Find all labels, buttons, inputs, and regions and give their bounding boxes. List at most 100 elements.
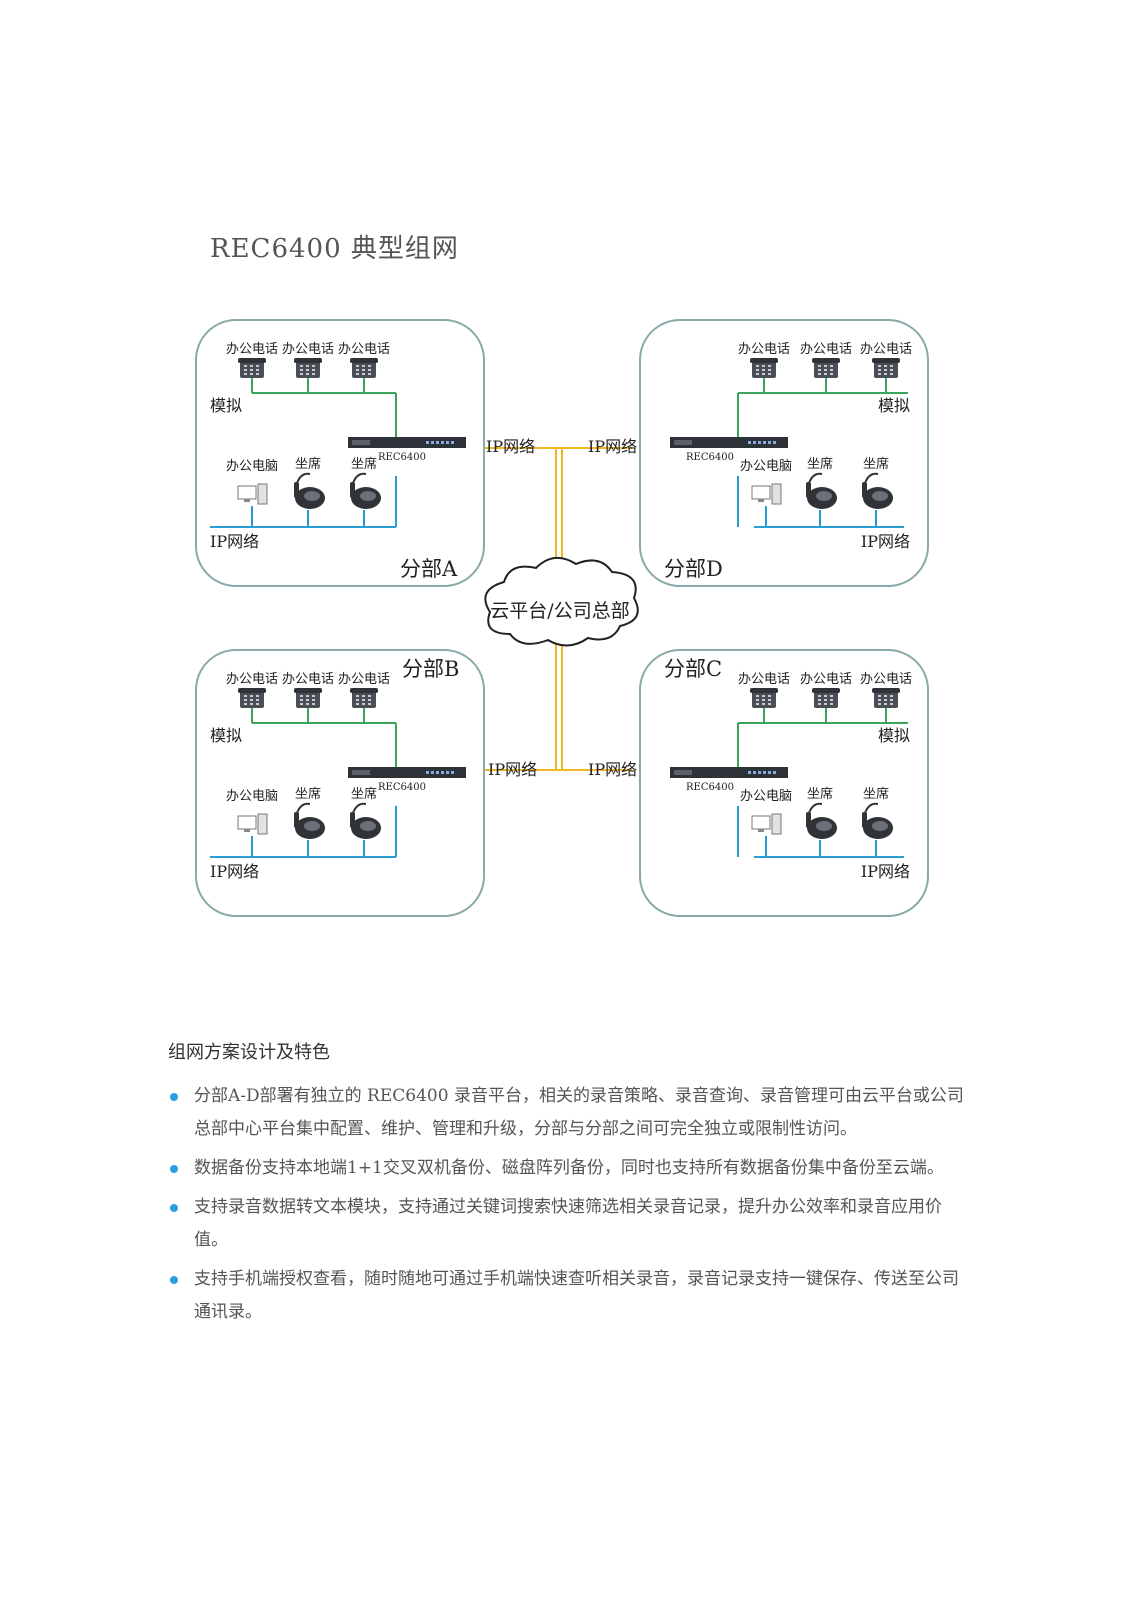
phone-key: [356, 369, 359, 371]
ip-label: IP网络: [861, 532, 910, 551]
phone-key: [306, 703, 309, 705]
page-title: REC6400 典型组网: [210, 234, 459, 264]
phone-label: 办公电话: [226, 672, 278, 687]
phone-key: [256, 699, 259, 701]
branch-b: 分部B办公电话办公电话办公电话模拟REC6400办公电脑坐席坐席IP网络: [195, 649, 485, 917]
phone-key: [362, 365, 365, 367]
phone-key: [244, 703, 247, 705]
device-label: REC6400: [686, 452, 734, 463]
phone-key: [244, 699, 247, 701]
phone-key: [250, 365, 253, 367]
device-label: REC6400: [378, 782, 426, 793]
phone-key: [312, 365, 315, 367]
phone-key: [890, 695, 893, 697]
headset-phone-icon: [806, 472, 837, 509]
seat-label: 坐席: [863, 456, 889, 472]
bullet-icon: [170, 1276, 178, 1284]
device-led: [441, 771, 444, 774]
phone-handset: [294, 358, 322, 363]
phone-label: 办公电话: [226, 342, 278, 357]
phone-key: [884, 369, 887, 371]
phone-key: [356, 365, 359, 367]
rec6400-device-icon: [670, 437, 788, 448]
phone-key: [312, 699, 315, 701]
phone-label: 办公电话: [282, 672, 334, 687]
pc-monitor: [751, 815, 771, 830]
feature-list: 分部A-D部署有独立的 REC6400 录音平台，相关的录音策略、录音查询、录音…: [168, 1080, 968, 1335]
headset-ear: [294, 482, 299, 498]
phone-key: [830, 365, 833, 367]
desk-phone-icon: [750, 358, 778, 378]
phone-key: [818, 703, 821, 705]
seat-phone-keys: [816, 821, 832, 831]
phone-key: [878, 373, 881, 375]
branch-name: 分部A: [400, 557, 458, 581]
phone-key: [824, 365, 827, 367]
link-label-d: IP网络: [588, 437, 637, 456]
headset-phone-icon: [862, 472, 893, 509]
feature-item: 分部A-D部署有独立的 REC6400 录音平台，相关的录音策略、录音查询、录音…: [168, 1080, 968, 1146]
device-led: [768, 441, 771, 444]
phone-key: [244, 369, 247, 371]
desk-phone-icon: [294, 358, 322, 378]
device-led: [431, 771, 434, 774]
headset-phone-icon: [350, 472, 381, 509]
device-panel: [674, 770, 692, 775]
branch-frame: [195, 649, 485, 917]
phone-key: [244, 373, 247, 375]
phone-key: [818, 365, 821, 367]
phone-key: [756, 699, 759, 701]
branch-name: 分部D: [664, 557, 723, 581]
desk-phone-icon: [238, 358, 266, 378]
device-led: [441, 441, 444, 444]
computer-icon: [751, 483, 782, 505]
phone-key: [300, 699, 303, 701]
phone-key: [830, 695, 833, 697]
desk-phone-icon: [872, 688, 900, 708]
phone-key: [312, 695, 315, 697]
phone-handset: [350, 358, 378, 363]
phone-key: [300, 695, 303, 697]
pc-stand: [758, 829, 764, 832]
phone-key: [768, 703, 771, 705]
phone-handset: [812, 688, 840, 693]
headset-phone-icon: [862, 802, 893, 839]
phone-key: [362, 373, 365, 375]
phone-key: [356, 699, 359, 701]
phone-key: [300, 703, 303, 705]
phone-label: 办公电话: [738, 672, 790, 687]
phone-key: [368, 373, 371, 375]
phone-key: [830, 703, 833, 705]
seat-phone-keys: [360, 491, 376, 501]
phone-key: [818, 699, 821, 701]
phone-label: 办公电话: [860, 672, 912, 687]
phone-key: [250, 699, 253, 701]
phone-key: [762, 365, 765, 367]
desk-phone-icon: [294, 688, 322, 708]
pc-monitor: [237, 815, 257, 830]
phone-key: [878, 365, 881, 367]
phone-key: [306, 699, 309, 701]
phone-key: [768, 369, 771, 371]
headset-ear: [350, 482, 355, 498]
phone-label: 办公电话: [800, 672, 852, 687]
phone-key: [824, 373, 827, 375]
branch-frame: [195, 319, 485, 587]
computer-icon: [751, 813, 782, 835]
phone-key: [884, 373, 887, 375]
phone-handset: [812, 358, 840, 363]
device-led: [451, 441, 454, 444]
phone-key: [312, 703, 315, 705]
phone-key: [256, 365, 259, 367]
desk-phone-icon: [750, 688, 778, 708]
phone-label: 办公电话: [338, 672, 390, 687]
phone-key: [362, 703, 365, 705]
branch-d: 分部D办公电话办公电话办公电话模拟REC6400办公电脑坐席坐席IP网络: [639, 319, 929, 587]
device-panel: [352, 770, 370, 775]
ip-label: IP网络: [861, 862, 910, 881]
phone-key: [368, 703, 371, 705]
link-label-a: IP网络: [486, 437, 535, 456]
headset-ear: [350, 812, 355, 828]
phone-key: [306, 373, 309, 375]
headset-ear: [806, 812, 811, 828]
